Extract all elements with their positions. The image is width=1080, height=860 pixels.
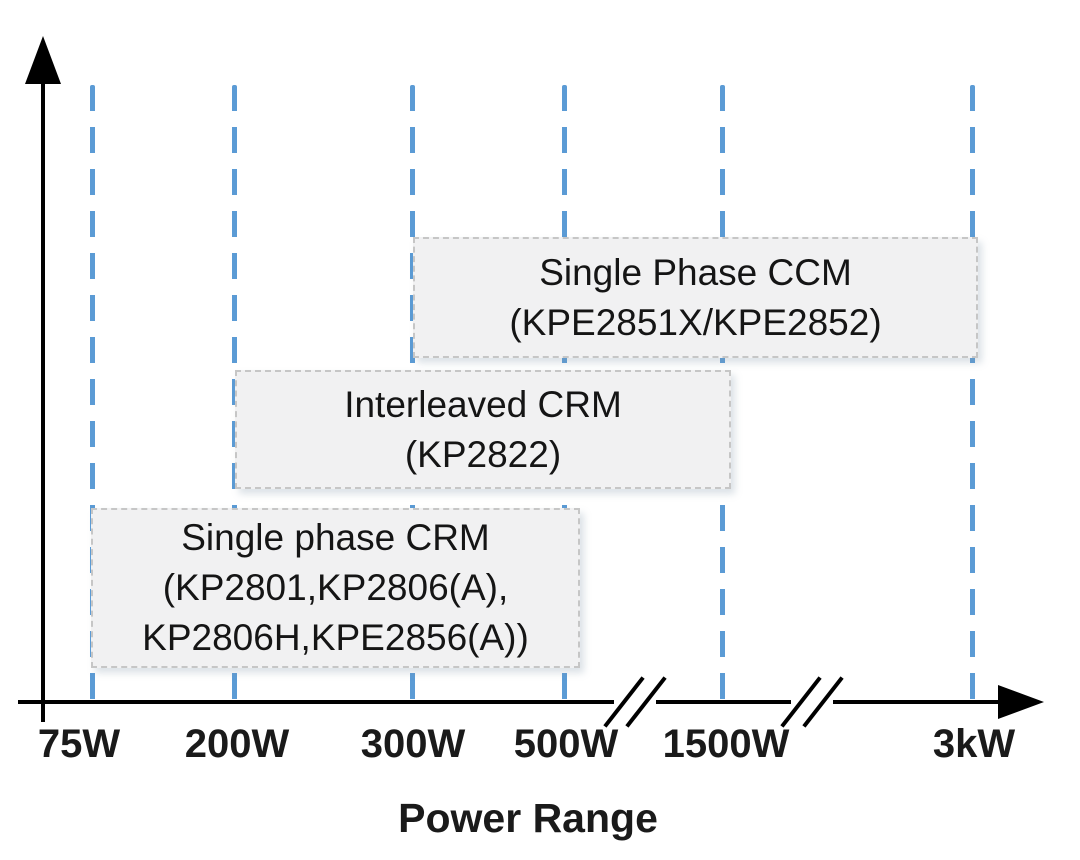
x-axis-line (18, 700, 1006, 704)
gridline-200w (232, 85, 237, 707)
x-tick-75w: 75W (37, 722, 121, 766)
range-box-parts: (KP2801,KP2806(A), (162, 567, 509, 608)
range-box-single-phase-crm: Single phase CRM (KP2801,KP2806(A), KP28… (91, 508, 580, 668)
x-tick-300w: 300W (360, 722, 466, 766)
gridline-75w (90, 85, 95, 707)
x-axis-title: Power Range (398, 795, 658, 841)
range-box-parts: (KPE2851X/KPE2852) (509, 301, 882, 343)
x-tick-1500w: 1500W (662, 722, 790, 766)
range-box-title: Interleaved CRM (344, 383, 622, 425)
x-tick-3kw: 3kW (932, 722, 1016, 766)
range-box-single-phase-ccm: Single Phase CCM (KPE2851X/KPE2852) (413, 237, 978, 358)
gridline-3kw (970, 85, 975, 707)
y-axis-line (41, 58, 45, 722)
y-axis-arrow-icon (25, 36, 61, 84)
range-box-interleaved-crm: Interleaved CRM (KP2822) (235, 370, 731, 489)
x-tick-500w: 500W (513, 722, 619, 766)
range-box-parts: (KP2822) (404, 433, 562, 475)
range-box-parts: KP2806H,KPE2856(A)) (142, 617, 529, 658)
range-box-title: Single phase CRM (181, 517, 490, 558)
axis-break-icon (777, 664, 847, 742)
x-axis-arrow-icon (998, 685, 1044, 719)
range-box-title: Single Phase CCM (539, 251, 852, 293)
x-tick-200w: 200W (184, 722, 290, 766)
axis-break-icon (600, 664, 670, 742)
